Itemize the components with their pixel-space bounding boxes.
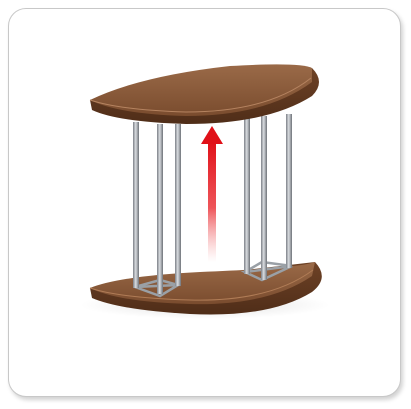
left-poles [133, 122, 181, 294]
tabletop [90, 64, 319, 124]
lift-arrow-icon [201, 126, 223, 262]
right-poles [244, 114, 292, 280]
